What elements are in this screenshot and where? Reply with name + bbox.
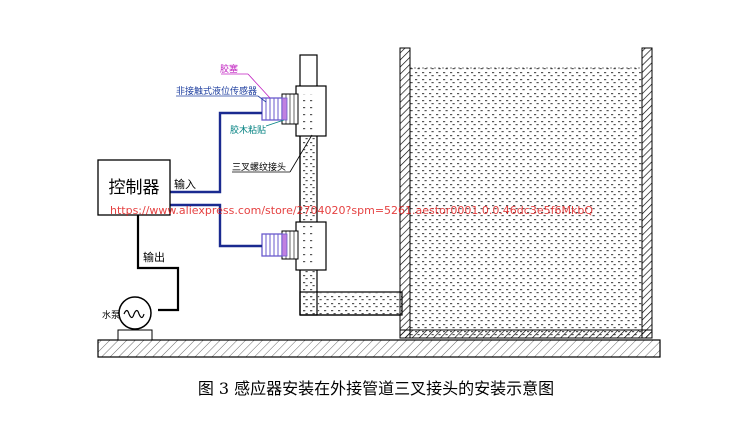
figure-caption: 图 3 感应器安装在外接管道三叉接头的安装示意图 [198, 379, 554, 398]
lower-tee-fitting [281, 221, 327, 271]
upper-sensor [261, 97, 288, 121]
upper-sensor-wire [170, 111, 262, 194]
glue-label: 胶木粘贴 [230, 124, 266, 136]
controller-label: 控制器 [109, 178, 160, 198]
output-line [136, 215, 180, 312]
callouts: 胶塞 非接触式液位传感器 胶木粘贴 三叉螺纹接头 输入 输出 [143, 63, 313, 264]
sensor-label: 非接触式液位传感器 [176, 85, 257, 97]
sensor-wires [170, 111, 262, 248]
tee-label: 三叉螺纹接头 [232, 161, 286, 173]
pump: 水泵 [102, 296, 153, 341]
lower-sensor-wire [170, 203, 262, 248]
water-tank [399, 47, 653, 339]
watermark-url: https://www.aliexpress.com/store/2704020… [110, 204, 593, 217]
upper-tee-fitting [281, 85, 327, 137]
ground-slab [97, 339, 661, 358]
lower-sensor [261, 233, 288, 257]
controller-box: 控制器 [97, 159, 171, 216]
gasket-label: 胶塞 [220, 63, 238, 75]
input-label: 输入 [174, 177, 196, 191]
output-label: 输出 [143, 250, 165, 264]
pump-label: 水泵 [102, 309, 120, 321]
